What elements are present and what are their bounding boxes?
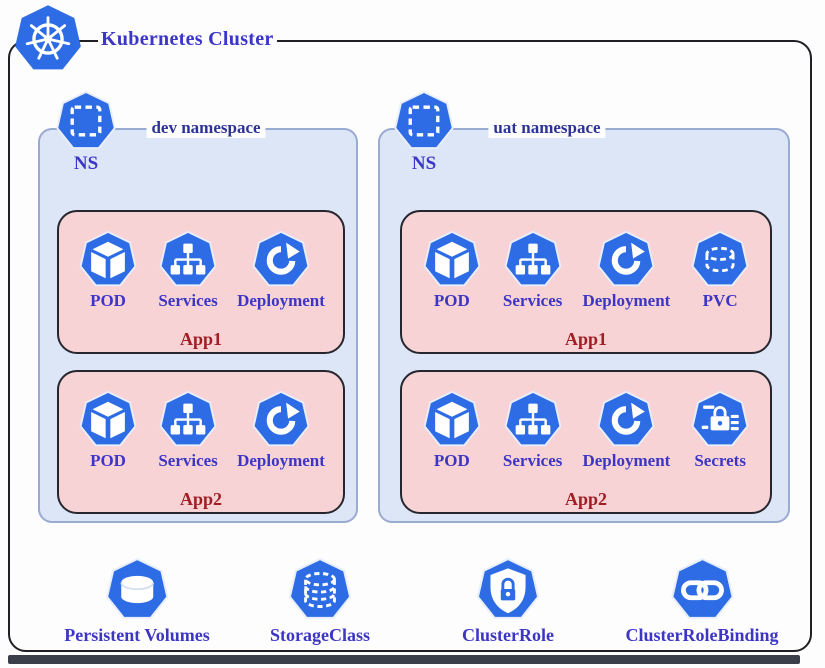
deployment-icon [595, 390, 657, 450]
resource-services: Services [502, 390, 564, 471]
bottom-shadow-bar [8, 655, 800, 664]
pod-icon [421, 390, 483, 450]
ns-label: NS [411, 153, 437, 174]
deployment-icon [595, 230, 657, 290]
resource-label: Deployment [237, 451, 325, 470]
ns-label: NS [73, 153, 99, 174]
clusterrole-icon [474, 557, 542, 623]
cluster-resource-storageclass: StorageClass [270, 557, 370, 646]
persistent-volumes-icon [103, 557, 171, 623]
resource-row: POD Services Deployment Secrets [402, 372, 770, 471]
resource-row: POD Services Deployment PVC [402, 212, 770, 311]
resource-pod: POD [421, 390, 483, 471]
deployment-icon [250, 230, 312, 290]
resource-label: Services [158, 451, 218, 470]
resource-label: Deployment [582, 291, 671, 310]
resource-pod: POD [77, 230, 139, 311]
app-name: App2 [179, 489, 223, 509]
resource-pod: POD [77, 390, 139, 471]
cluster-resource-label: Persistent Volumes [64, 625, 210, 645]
resource-label: Deployment [237, 291, 325, 310]
resource-label: POD [433, 451, 470, 470]
resource-label: Deployment [582, 451, 671, 470]
services-icon [157, 390, 219, 450]
resource-label: Secrets [694, 451, 746, 470]
pod-icon [77, 390, 139, 450]
app-box-uat-app2: POD Services Deployment Secrets App2 [400, 370, 772, 514]
clusterrolebinding-icon [668, 557, 736, 623]
resource-label: PVC [702, 291, 738, 310]
resource-services: Services [157, 230, 219, 311]
cluster-resource-clusterrolebinding: ClusterRoleBinding [625, 557, 779, 646]
cluster-boundary [8, 40, 812, 652]
cluster-resource-label: ClusterRole [462, 625, 554, 645]
resource-pod: POD [421, 230, 483, 311]
services-icon [502, 230, 564, 290]
app-box-uat-app1: POD Services Deployment PVC App1 [400, 210, 772, 354]
namespace-title-dev: dev namespace [146, 118, 266, 138]
resource-deployment: Deployment [582, 230, 670, 311]
resource-services: Services [502, 230, 564, 311]
resource-label: Services [502, 451, 563, 470]
cluster-resource-label: StorageClass [270, 625, 370, 645]
namespace-icon [54, 90, 118, 153]
services-icon [157, 230, 219, 290]
pod-icon [421, 230, 483, 290]
pvc-icon [689, 230, 751, 290]
resource-services: Services [157, 390, 219, 471]
deployment-icon [250, 390, 312, 450]
cluster-resource-persistent-volumes: Persistent Volumes [64, 557, 210, 646]
resource-label: POD [90, 291, 126, 310]
app-name: App1 [564, 329, 608, 349]
resource-deployment: Deployment [237, 390, 325, 471]
resource-label: Services [502, 291, 563, 310]
namespace-dev: POD Services Deployment App1 POD [38, 128, 358, 523]
secrets-icon [689, 390, 751, 450]
resource-deployment: Deployment [582, 390, 670, 471]
resource-pvc: PVC [689, 230, 751, 311]
resource-label: POD [90, 451, 126, 470]
pod-icon [77, 230, 139, 290]
storageclass-icon [286, 557, 354, 623]
namespace-uat: POD Services Deployment PVC App1 [378, 128, 790, 523]
app-name: App1 [179, 329, 223, 349]
app-box-dev-app1: POD Services Deployment App1 [57, 210, 345, 354]
resource-secrets: Secrets [689, 390, 751, 471]
cluster-resource-clusterrole: ClusterRole [462, 557, 554, 646]
app-name: App2 [564, 489, 608, 509]
namespace-title-uat: uat namespace [488, 118, 606, 138]
kubernetes-logo-icon [9, 3, 87, 75]
resource-deployment: Deployment [237, 230, 325, 311]
resource-label: POD [433, 291, 470, 310]
resource-label: Services [158, 291, 218, 310]
app-box-dev-app2: POD Services Deployment App2 [57, 370, 345, 514]
cluster-resource-label: ClusterRoleBinding [625, 625, 779, 645]
resource-row: POD Services Deployment [59, 372, 343, 471]
resource-row: POD Services Deployment [59, 212, 343, 311]
namespace-icon [392, 90, 456, 153]
cluster-title: Kubernetes Cluster [98, 28, 277, 51]
services-icon [502, 390, 564, 450]
